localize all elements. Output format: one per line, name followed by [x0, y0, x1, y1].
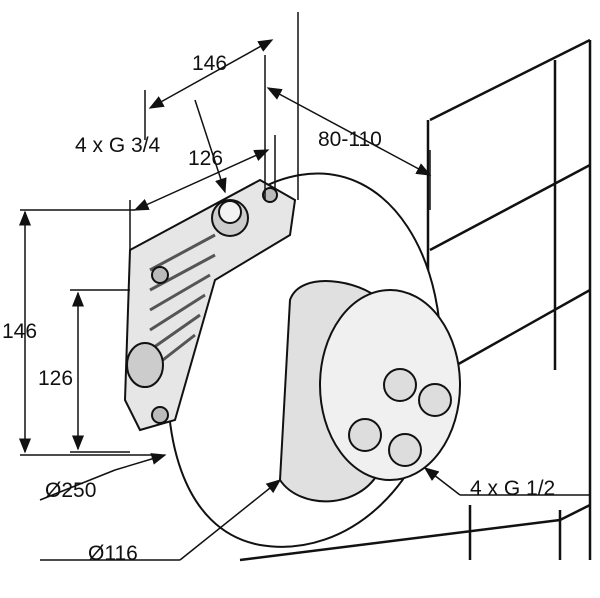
label-body-diameter: Ø116	[88, 542, 138, 565]
dimension-labels: 146 4 x G 3/4 126 80-110 146 126 Ø250 Ø1…	[2, 52, 555, 565]
cylinder-body	[278, 280, 461, 503]
label-top-width: 146	[192, 52, 227, 75]
outlet-nuts	[348, 368, 452, 467]
label-flange-diameter: Ø250	[45, 479, 96, 502]
label-outlet-thread: 4 x G 1/2	[470, 477, 555, 500]
label-inner-height: 126	[38, 367, 73, 390]
wall-tiles	[239, 38, 592, 562]
label-inner-width: 126	[188, 147, 223, 170]
label-inlet-thread: 4 x G 3/4	[75, 134, 161, 157]
label-wall-depth: 80-110	[318, 128, 382, 151]
dimension-lines	[19, 12, 590, 561]
label-left-height: 146	[2, 320, 37, 343]
